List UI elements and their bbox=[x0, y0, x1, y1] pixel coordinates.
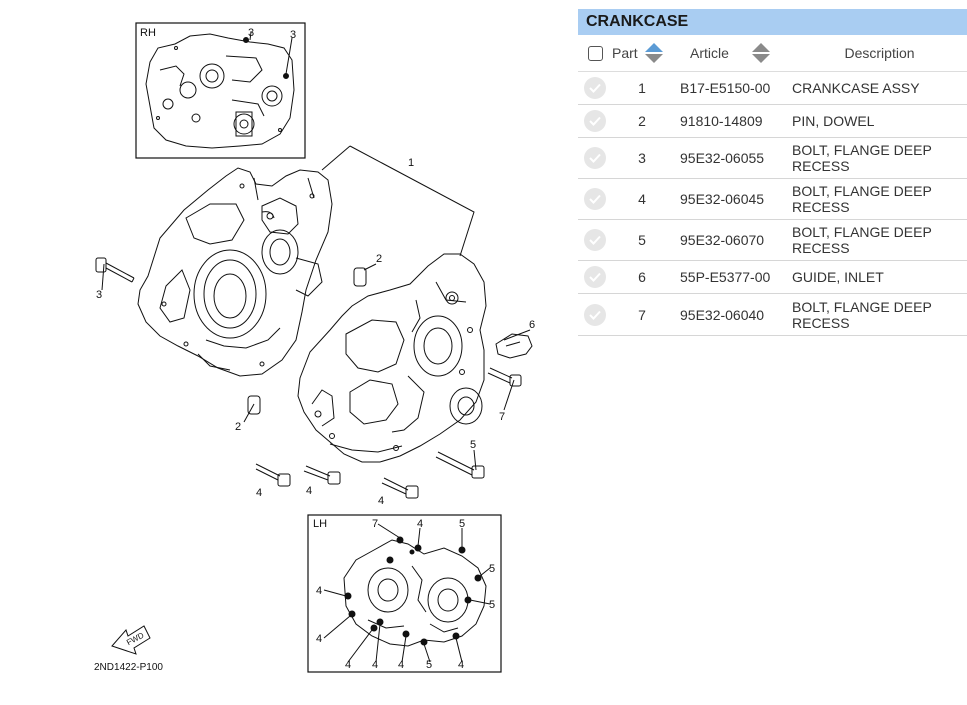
fwd-arrow-icon bbox=[111, 625, 151, 655]
table-row[interactable]: 5 95E32-06070 BOLT, FLANGE DEEP RECESS bbox=[578, 220, 967, 261]
sort-icon[interactable] bbox=[751, 42, 771, 64]
part-description: CRANKCASE ASSY bbox=[792, 80, 920, 96]
crankcase-right-half bbox=[297, 253, 487, 463]
callout-lh-7: 7 bbox=[372, 518, 378, 530]
callout-main-1: 1 bbox=[408, 157, 414, 169]
callout-main-3: 3 bbox=[96, 289, 102, 301]
dowel-pin-upper bbox=[353, 267, 367, 287]
callout-rh-3a: 3 bbox=[248, 27, 254, 39]
check-icon[interactable] bbox=[584, 266, 606, 288]
parts-panel: CRANKCASE Part Article Description 1 B17… bbox=[578, 9, 967, 336]
callout-main-4a: 4 bbox=[256, 487, 262, 499]
callout-lh-4b1: 4 bbox=[345, 659, 351, 671]
callout-main-4c: 4 bbox=[378, 495, 384, 507]
article-number: 91810-14809 bbox=[680, 113, 763, 129]
check-icon[interactable] bbox=[584, 110, 606, 132]
callout-main-5: 5 bbox=[470, 439, 476, 451]
check-icon[interactable] bbox=[584, 147, 606, 169]
fwd-label: FWD bbox=[125, 631, 146, 648]
table-row[interactable]: 2 91810-14809 PIN, DOWEL bbox=[578, 105, 967, 138]
table-row[interactable]: 4 95E32-06045 BOLT, FLANGE DEEP RECESS bbox=[578, 179, 967, 220]
select-all-checkbox[interactable] bbox=[587, 45, 603, 61]
lh-inset-frame bbox=[307, 514, 502, 673]
article-column-header[interactable]: Article bbox=[682, 42, 792, 64]
callout-rh-3b: 3 bbox=[290, 29, 296, 41]
check-icon[interactable] bbox=[584, 229, 606, 251]
sort-ascending-icon[interactable] bbox=[644, 42, 664, 64]
part-column-label: Part bbox=[612, 45, 638, 61]
part-number: 7 bbox=[638, 306, 646, 323]
table-row[interactable]: 6 55P-E5377-00 GUIDE, INLET bbox=[578, 261, 967, 294]
part-description: BOLT, FLANGE DEEP RECESS bbox=[792, 224, 932, 256]
callout-main-2b: 2 bbox=[235, 421, 241, 433]
callout-lh-4l2: 4 bbox=[316, 633, 322, 645]
part-description: BOLT, FLANGE DEEP RECESS bbox=[792, 142, 932, 174]
callout-lh-4b2: 4 bbox=[372, 659, 378, 671]
callout-main-7: 7 bbox=[499, 411, 505, 423]
article-number: 55P-E5377-00 bbox=[680, 269, 771, 285]
diagram-code: 2ND1422-P100 bbox=[94, 662, 163, 673]
bolt-4-b bbox=[303, 465, 341, 485]
part-number: 2 bbox=[638, 113, 646, 129]
part-number: 3 bbox=[638, 150, 646, 166]
bolt-4-a bbox=[255, 463, 291, 487]
table-row[interactable]: 1 B17-E5150-00 CRANKCASE ASSY bbox=[578, 72, 967, 105]
table-row[interactable]: 7 95E32-06040 BOLT, FLANGE DEEP RECESS bbox=[578, 294, 967, 336]
bolt-7 bbox=[487, 367, 522, 387]
table-header: Part Article Description bbox=[578, 35, 967, 72]
callout-main-6: 6 bbox=[529, 319, 535, 331]
part-number: 5 bbox=[638, 232, 646, 248]
article-column-label: Article bbox=[690, 45, 729, 61]
article-number: 95E32-06055 bbox=[680, 150, 765, 166]
bolt-4-c bbox=[381, 477, 419, 499]
lh-inset-crankcase bbox=[343, 539, 487, 647]
check-icon[interactable] bbox=[584, 188, 606, 210]
callout-lh-4b4: 4 bbox=[458, 659, 464, 671]
crankcase-exploded-diagram: RH 3 3 1 2 2 3 4 4 4 5 6 7 LH 7 4 5 5 5 … bbox=[94, 22, 535, 673]
article-number: B17-E5150-00 bbox=[680, 80, 771, 96]
callout-main-2a: 2 bbox=[376, 253, 382, 265]
callout-lh-4b3: 4 bbox=[398, 659, 404, 671]
inlet-guide-6 bbox=[495, 333, 533, 359]
callout-lh-5b: 5 bbox=[426, 659, 432, 671]
part-number: 1 bbox=[638, 80, 646, 96]
table-row[interactable]: 3 95E32-06055 BOLT, FLANGE DEEP RECESS bbox=[578, 138, 967, 179]
part-number: 6 bbox=[638, 269, 646, 285]
bolt-5 bbox=[435, 451, 485, 479]
part-description: GUIDE, INLET bbox=[792, 269, 884, 285]
article-number: 95E32-06070 bbox=[680, 232, 765, 248]
part-description: PIN, DOWEL bbox=[792, 113, 875, 129]
lh-bolt-holes bbox=[344, 536, 482, 646]
dowel-pin-lower bbox=[247, 395, 261, 415]
article-number: 95E32-06040 bbox=[680, 306, 765, 323]
bolt-3-left bbox=[95, 257, 135, 283]
callout-lh-5r2: 5 bbox=[489, 599, 495, 611]
callout-lh-4top: 4 bbox=[417, 518, 423, 530]
rh-inset-crankcase bbox=[145, 33, 295, 149]
article-number: 95E32-06045 bbox=[680, 191, 765, 207]
description-column-header[interactable]: Description bbox=[844, 45, 915, 61]
panel-title: CRANKCASE bbox=[578, 9, 967, 35]
lh-inset-label: LH bbox=[313, 518, 327, 530]
part-description: BOLT, FLANGE DEEP RECESS bbox=[792, 298, 932, 331]
check-icon[interactable] bbox=[584, 77, 606, 99]
callout-lh-5r1: 5 bbox=[489, 563, 495, 575]
part-description: BOLT, FLANGE DEEP RECESS bbox=[792, 183, 932, 215]
check-icon[interactable] bbox=[584, 303, 606, 326]
callout-main-4b: 4 bbox=[306, 485, 312, 497]
rh-inset-label: RH bbox=[140, 27, 156, 39]
callout-lh-5top: 5 bbox=[459, 518, 465, 530]
part-column-header[interactable]: Part bbox=[612, 42, 682, 64]
callout-lh-4l1: 4 bbox=[316, 585, 322, 597]
part-number: 4 bbox=[638, 191, 646, 207]
crankcase-left-half bbox=[137, 167, 333, 377]
rh-inset-frame bbox=[135, 22, 306, 159]
